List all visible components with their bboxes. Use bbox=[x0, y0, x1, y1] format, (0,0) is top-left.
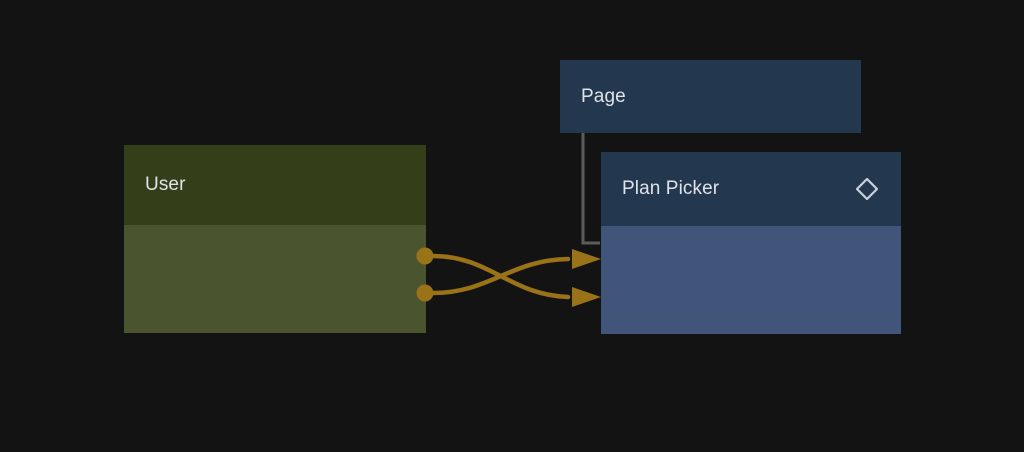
connector-stripe-customer-id-to-customer-id bbox=[430, 256, 571, 296]
node-user-body[interactable]: Id stripeCustomerId bbox=[124, 225, 426, 333]
node-user-header[interactable]: User bbox=[124, 145, 426, 225]
connector-arrow-owner-id bbox=[572, 287, 601, 307]
node-plan-picker-title: Plan Picker bbox=[622, 178, 720, 199]
node-plan-picker-field-list: Customer Id Owner Id bbox=[601, 226, 901, 334]
node-page[interactable]: Page bbox=[560, 60, 861, 133]
node-plan-picker-body[interactable]: Customer Id Owner Id bbox=[601, 226, 901, 334]
node-page-header-row: Page bbox=[560, 60, 861, 133]
node-user-field-list: Id stripeCustomerId bbox=[124, 225, 426, 333]
node-user-header-row: User bbox=[124, 145, 426, 225]
connector-page-to-plan-picker bbox=[581, 133, 600, 245]
diamond-icon bbox=[854, 176, 880, 202]
connector-arrow-customer-id bbox=[572, 249, 601, 269]
node-plan-picker-header-row: Plan Picker bbox=[601, 152, 901, 226]
node-page-title: Page bbox=[581, 85, 626, 107]
node-plan-picker-header[interactable]: Plan Picker bbox=[601, 152, 901, 226]
node-user-title: User bbox=[145, 174, 186, 195]
connector-id-to-owner-id bbox=[430, 253, 571, 300]
